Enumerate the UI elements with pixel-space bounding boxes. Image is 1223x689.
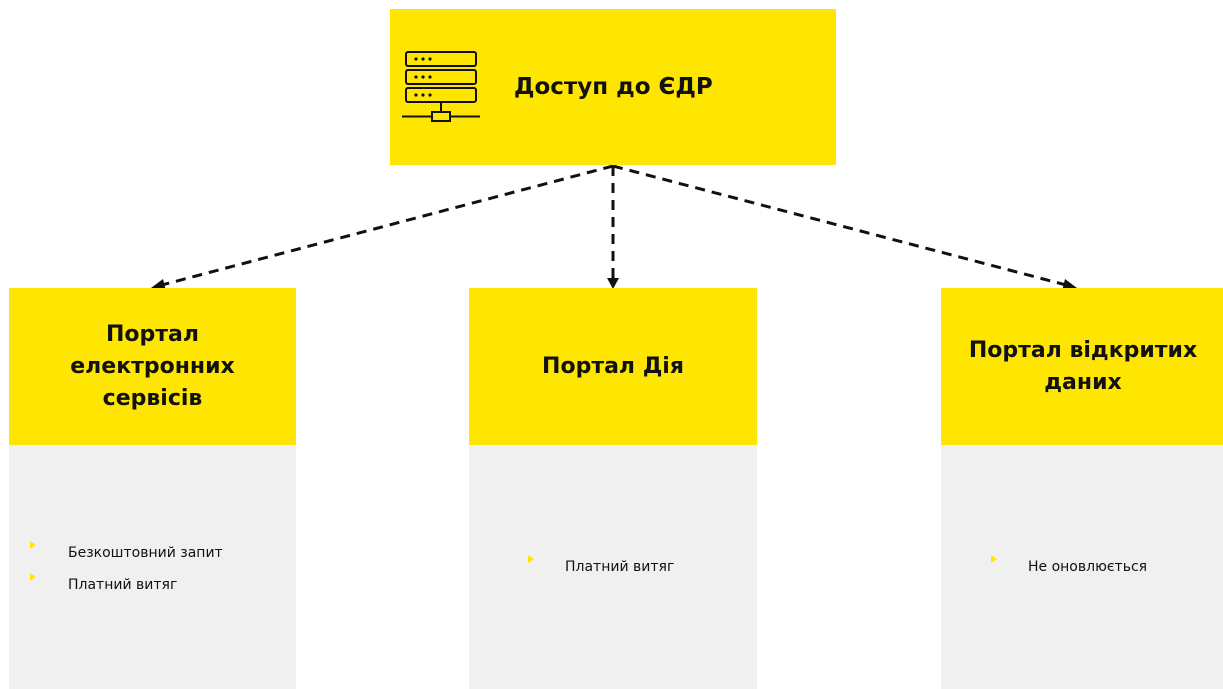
portal-electronic-services-header: Портал електронних сервісів <box>9 288 296 445</box>
portal-open-data-header: Портал відкритих даних <box>941 288 1223 445</box>
portal-electronic-services-title: Портал електронних сервісів <box>70 321 235 411</box>
edr-access-title: Доступ до ЄДР <box>514 74 713 100</box>
arrow-to-electronic-services <box>157 164 614 288</box>
arrowhead-diia <box>607 278 619 289</box>
edr-access-node: Доступ до ЄДР <box>390 9 836 165</box>
portal-open-data-panel: Не оновлюється <box>941 445 1223 689</box>
bullet-arrow-icon <box>30 541 36 549</box>
server-rack-icon <box>402 51 480 122</box>
portal-diia-title: Портал Дія <box>542 353 684 379</box>
portal-diia-panel: Платний витяг <box>469 445 757 689</box>
portal-open-data-title: Портал відкритих даних <box>968 337 1198 395</box>
bullet-arrow-icon <box>528 555 534 563</box>
bullet-arrow-icon <box>30 573 36 581</box>
arrow-to-open-data <box>612 164 1071 288</box>
bullet-arrow-icon <box>991 555 997 563</box>
portal-electronic-services-panel: Безкоштовний запит Платний витяг <box>9 445 296 689</box>
portal-diia-header: Портал Дія <box>469 288 757 445</box>
